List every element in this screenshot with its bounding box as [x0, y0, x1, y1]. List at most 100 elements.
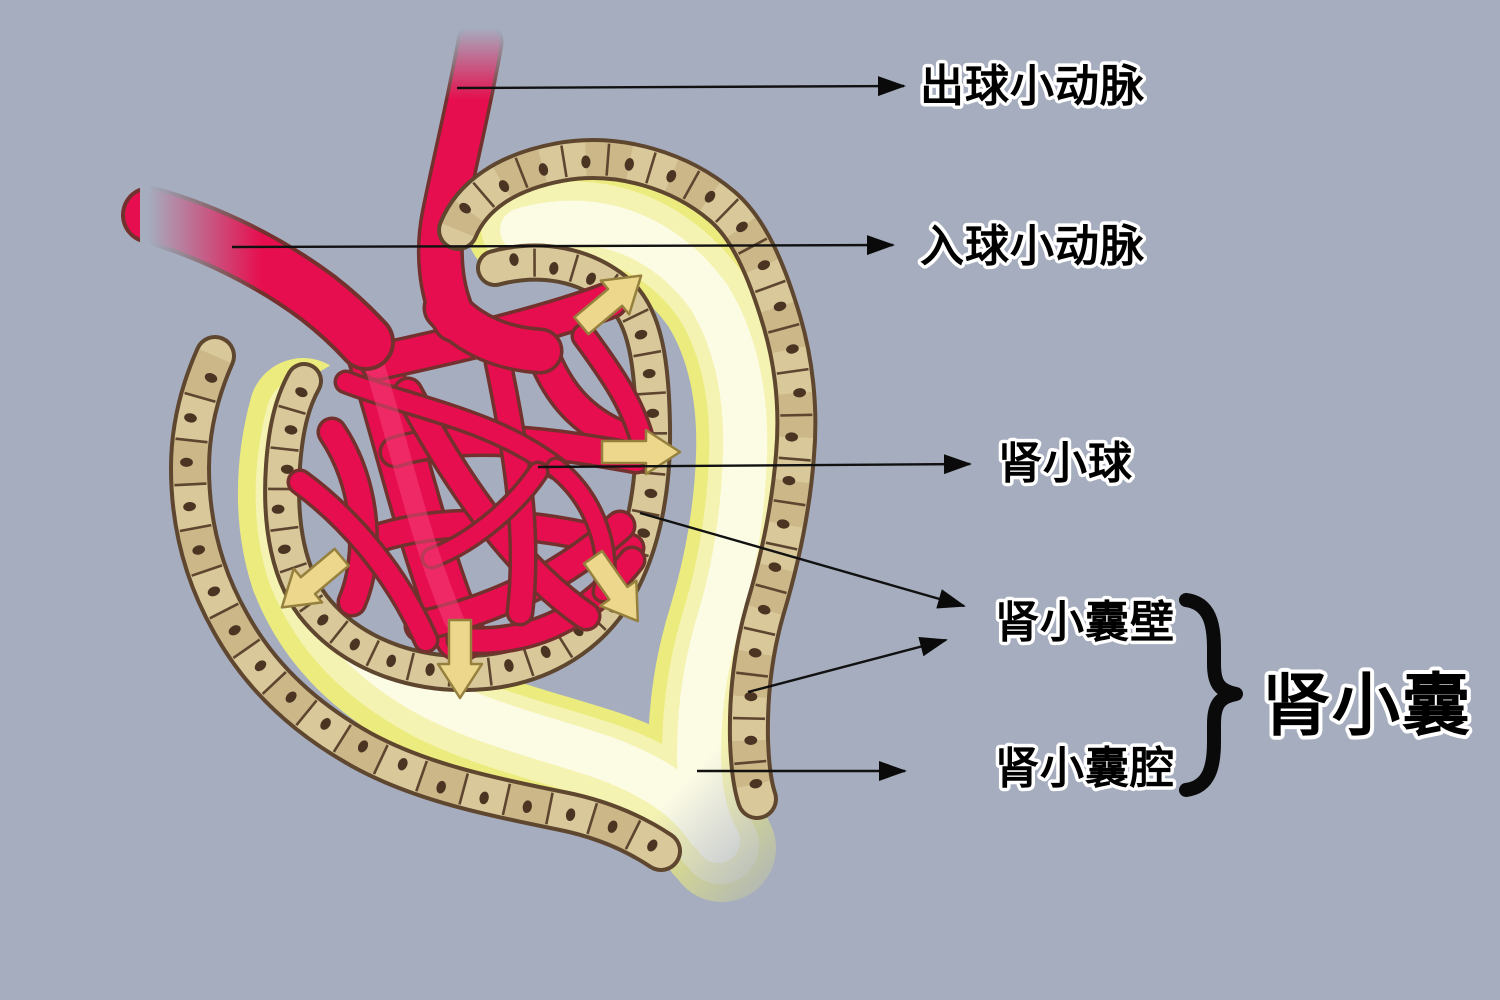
cell-divider [732, 716, 766, 721]
cell-divider [295, 699, 318, 727]
cell-divider [209, 602, 239, 620]
callout-capsule-wall-outer [747, 636, 948, 694]
cell-divider [270, 446, 299, 452]
label-capsule-space: 肾小囊腔 [995, 744, 1175, 793]
cell-nucleus [317, 614, 329, 626]
cell-divider [755, 583, 787, 595]
capillary [424, 464, 546, 566]
cell-nucleus [349, 638, 360, 651]
cell-divider [637, 391, 666, 396]
cell-divider [329, 620, 349, 644]
cell-divider [472, 181, 496, 208]
cell-divider [514, 157, 529, 189]
cell-divider [372, 744, 389, 775]
cell-nucleus [748, 648, 762, 658]
capillary [396, 380, 598, 628]
cell-divider [184, 391, 216, 403]
annotations: 出球小动脉 入球小动脉 肾小球 肾小囊壁 肾小囊腔 肾小囊 [231, 59, 1474, 797]
cell-nucleus [425, 663, 435, 676]
cell-divider [415, 760, 429, 792]
cell-nucleus [504, 659, 514, 672]
cell-divider [545, 792, 554, 825]
cell-nucleus [637, 528, 650, 538]
cell-divider [175, 437, 208, 444]
label-capsule-wall: 肾小囊壁 [995, 598, 1175, 647]
cell-divider [776, 367, 809, 375]
cell-nucleus [254, 660, 267, 672]
label-glomerulus: 肾小球 [998, 439, 1133, 488]
cell-nucleus [776, 519, 790, 529]
cell-nucleus [666, 170, 677, 183]
cell-nucleus [538, 163, 549, 176]
cell-nucleus [644, 488, 658, 499]
cell-divider [278, 404, 306, 416]
cell-nucleus [768, 562, 782, 572]
callout-glomerulus [537, 454, 972, 475]
cell-divider [232, 638, 261, 659]
capillary [290, 472, 436, 650]
capsule-outer-wall [168, 138, 818, 872]
cell-nucleus [624, 158, 634, 171]
cell-divider [191, 564, 223, 577]
cell-nucleus [284, 425, 298, 435]
cell-divider [568, 254, 580, 282]
cell-nucleus [549, 262, 559, 275]
label-capsule: 肾小囊 [1262, 668, 1472, 744]
cell-nucleus [498, 180, 510, 193]
cell-divider [622, 308, 649, 323]
cell-divider [261, 671, 287, 695]
cell-nucleus [320, 718, 331, 730]
cell-divider [624, 819, 642, 850]
cell-divider [773, 499, 806, 507]
cell-nucleus [357, 740, 369, 753]
cell-nucleus [744, 691, 758, 702]
cell-nucleus [744, 735, 758, 746]
callout-efferent [456, 76, 906, 97]
cell-nucleus [436, 780, 446, 794]
cell-nucleus [607, 820, 618, 833]
cell-nucleus [793, 388, 806, 398]
label-efferent-arteriole: 出球小动脉 [920, 62, 1145, 111]
cell-nucleus [278, 544, 291, 555]
cell-nucleus [228, 625, 241, 636]
cell-divider [778, 456, 811, 462]
cell-divider [765, 541, 798, 551]
afferent-fade [140, 175, 265, 290]
cell-nucleus [704, 190, 716, 203]
cell-nucleus [540, 645, 551, 659]
cell-nucleus [207, 586, 221, 597]
cell-divider [767, 322, 800, 334]
cell-nucleus [479, 791, 489, 805]
cell-divider [179, 523, 212, 533]
cell-divider [560, 145, 568, 178]
cell-nucleus [736, 221, 748, 233]
cell-nucleus [386, 654, 397, 668]
cell-nucleus [581, 155, 591, 169]
cell-divider [365, 640, 380, 667]
cell-nucleus [271, 504, 285, 514]
cell-divider [405, 652, 415, 681]
cell-nucleus [192, 545, 205, 555]
cell-divider [458, 773, 470, 805]
cell-nucleus [586, 272, 596, 285]
cell-nucleus [773, 301, 787, 312]
cell-divider [645, 152, 657, 184]
cell-divider [631, 508, 660, 517]
cell-nucleus [782, 475, 796, 486]
cell-nucleus [509, 253, 519, 266]
cell-nucleus [646, 408, 660, 419]
cell-nucleus [183, 501, 196, 512]
label-afferent-arteriole: 入球小动脉 [920, 222, 1145, 271]
cell-nucleus [642, 368, 656, 379]
cell-nucleus [749, 779, 763, 789]
cell-nucleus [786, 344, 799, 354]
cell-nucleus [647, 839, 658, 852]
cell-divider [743, 626, 776, 637]
cell-divider [754, 279, 786, 294]
cell-nucleus [785, 432, 798, 442]
cell-divider [605, 143, 611, 176]
cell-nucleus [180, 457, 193, 467]
cell-nucleus [184, 413, 197, 423]
